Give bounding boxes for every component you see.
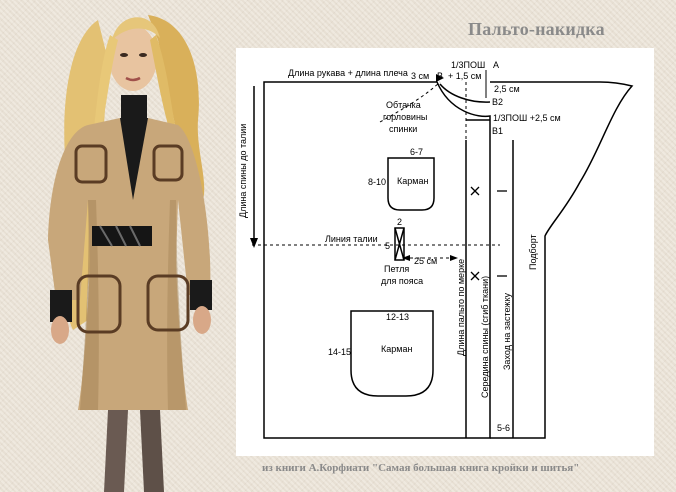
- facing-outline: [490, 81, 634, 439]
- neck-facing-dashed: [379, 81, 441, 123]
- overlap-label: Заход на застежку: [502, 293, 512, 370]
- small-pocket-label: Карман: [397, 176, 428, 186]
- model-illustration: [48, 15, 212, 492]
- three-cm-label: 3 см: [411, 71, 429, 81]
- back-length-label: Длина спины до талии: [238, 124, 248, 218]
- pattern-sheet: [236, 48, 654, 456]
- point-b-label: В: [437, 71, 443, 81]
- waist-line-label: Линия талии: [325, 234, 378, 244]
- large-pocket-dim-top: 12-13: [386, 312, 409, 322]
- facing-label-2: горловины: [383, 112, 427, 122]
- large-pocket-dim-side: 14-15: [328, 347, 351, 357]
- coat-length-label: Длина пальто по мерке: [456, 259, 466, 356]
- point-b1-label: В1: [492, 126, 503, 136]
- loop-label-2: для пояса: [381, 276, 423, 286]
- hem-dim-label: 5-6: [497, 423, 510, 433]
- belt-loop-rect: [394, 227, 405, 261]
- facing-vertical-label: Подборт: [528, 234, 538, 270]
- facing-label-3: спинки: [389, 124, 417, 134]
- center-back-label: Середина спины (сгиб ткани): [480, 276, 490, 398]
- large-pocket-label: Карман: [381, 344, 412, 354]
- neck-width-add-label: + 1,5 см: [448, 71, 481, 81]
- small-pocket-dim-top: 6-7: [410, 147, 423, 157]
- large-pocket-shape: [350, 310, 434, 397]
- neck-width-label: 1/3ПОШ: [451, 60, 485, 70]
- small-pocket-shape: [387, 157, 435, 211]
- two-five-cm-label: 2,5 см: [494, 84, 520, 94]
- loop-num-top: 2: [397, 217, 402, 227]
- loop-distance-label: 25 см: [414, 256, 437, 266]
- source-credit: из книги А.Корфиати "Самая большая книга…: [262, 462, 580, 474]
- loop-num-side: 5: [385, 241, 390, 251]
- loop-label-1: Петля: [384, 264, 409, 274]
- neck-depth-label: 1/3ПОШ +2,5 см: [493, 113, 561, 123]
- point-b2-label: В2: [492, 97, 503, 107]
- sleeve-length-label: Длина рукава + длина плеча: [288, 68, 408, 78]
- point-a-label: А: [493, 60, 499, 70]
- pattern-outline: [263, 81, 491, 439]
- small-pocket-dim-side: 8-10: [368, 177, 386, 187]
- page-title: Пальто-накидка: [468, 19, 605, 39]
- facing-label-1: Обтачка: [386, 100, 421, 110]
